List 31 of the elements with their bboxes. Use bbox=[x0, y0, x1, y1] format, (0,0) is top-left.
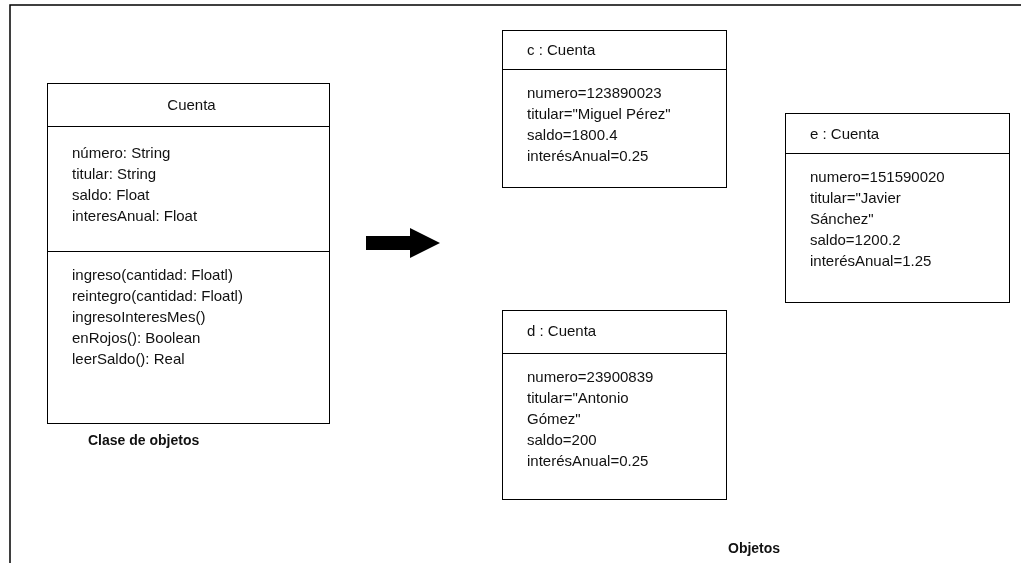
method-text: ingresoInteresMes() bbox=[72, 307, 206, 327]
attribute-text: saldo=1800.4 bbox=[527, 125, 618, 145]
attribute-text: numero=151590020 bbox=[810, 167, 945, 187]
attribute-text: saldo: Float bbox=[72, 185, 150, 205]
attribute-text: titular="Miguel Pérez" bbox=[527, 104, 671, 124]
class-box bbox=[47, 83, 330, 424]
attribute-text: numero=23900839 bbox=[527, 367, 654, 387]
attribute-text: interésAnual=0.25 bbox=[527, 146, 649, 166]
method-text: reintegro(cantidad: Floatl) bbox=[72, 286, 243, 306]
method-text: ingreso(cantidad: Floatl) bbox=[72, 265, 233, 285]
attribute-text: saldo=1200.2 bbox=[810, 230, 901, 250]
method-text: leerSaldo(): Real bbox=[72, 349, 185, 369]
attribute-text: interésAnual=0.25 bbox=[527, 451, 649, 471]
node-label: Clase de objetos bbox=[88, 432, 200, 448]
attribute-text: titular: String bbox=[72, 164, 157, 184]
attribute-text: número: String bbox=[72, 143, 171, 163]
class-name: c : Cuenta bbox=[527, 40, 596, 60]
class-name: Cuenta bbox=[167, 95, 216, 115]
object-box bbox=[502, 30, 727, 188]
attribute-text: interesAnual: Float bbox=[72, 206, 198, 226]
class-name: e : Cuenta bbox=[810, 124, 880, 144]
attribute-text: saldo=200 bbox=[527, 430, 597, 450]
attribute-text: titular="Antonio Gómez" bbox=[527, 388, 630, 429]
attribute-text: numero=123890023 bbox=[527, 83, 662, 103]
method-text: enRojos(): Boolean bbox=[72, 328, 201, 348]
object-box bbox=[502, 310, 727, 500]
attribute-text: titular="Javier Sánchez" bbox=[810, 188, 902, 229]
object-box bbox=[785, 113, 1010, 303]
class-name: d : Cuenta bbox=[527, 321, 597, 341]
caption: Objetos bbox=[728, 540, 781, 556]
attribute-text: interésAnual=1.25 bbox=[810, 251, 932, 271]
